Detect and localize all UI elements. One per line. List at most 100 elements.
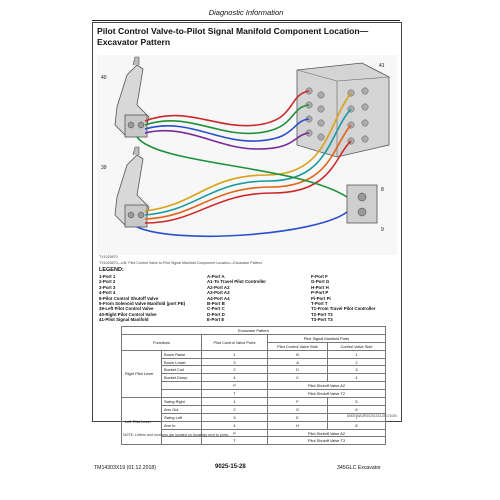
table-cell-pcv-side: E	[267, 412, 328, 422]
table-cell-pcv-side: C	[267, 373, 328, 383]
svg-text:40: 40	[101, 75, 107, 81]
table-cell-function	[161, 381, 202, 391]
table-cell-function	[161, 389, 202, 399]
table-cell-function: Bucket Dump	[161, 373, 202, 383]
page-title: Pilot Control Valve-to-Pilot Signal Mani…	[97, 26, 369, 47]
table-cell-function: Swing Left	[161, 412, 202, 422]
legend-item: 41-Pilot Signal Manifold	[99, 317, 149, 323]
table-cell-function	[161, 436, 202, 446]
table-cell-pcv-port: 4	[201, 373, 268, 383]
hose-line	[144, 124, 352, 220]
excavator-pattern-table: Excavator Pattern Functions Pilot Contro…	[120, 326, 387, 446]
table-cell-cv-side: 1	[326, 349, 387, 359]
legend-item: 8-Pilot Control Shutoff Valve	[99, 295, 159, 301]
legend-column-1: 1-Port 1 2-Port 2 3-Port 3 4-Port 4 8-Pi…	[99, 274, 185, 323]
table-header-psm-ports: Pilot Signal Manifold Ports	[266, 333, 387, 343]
table-cell-cv-side: 3	[326, 365, 387, 375]
table-cell-cv-side: 6	[326, 404, 387, 414]
figure-id: TX1025870	[99, 255, 118, 259]
hose-line	[144, 92, 352, 212]
legend-item: A2-Port A2	[207, 284, 230, 290]
legend-item: 2-Port 2	[99, 279, 116, 285]
table-note: NOTE: Letters and numbers are located on…	[123, 433, 229, 437]
table-caption: Excavator Pattern	[120, 326, 387, 335]
table-cell-pcv-port: 1	[201, 349, 268, 359]
footer-page-number: 9025-15-28	[215, 464, 246, 470]
table-cell-function: Bucket Curl	[161, 365, 202, 375]
svg-text:39: 39	[101, 165, 107, 171]
table-cell-pcv-port: 3	[201, 412, 268, 422]
hose-line	[144, 140, 352, 224]
pilot-control-shutoff-valve	[346, 184, 378, 224]
hose-line	[144, 129, 310, 150]
legend-item: A1-To Travel Pilot Controller	[207, 279, 266, 285]
legend-item: T-Port T	[311, 301, 328, 307]
legend-item: A-Port A	[207, 274, 225, 279]
table-cell-pcv-side: F	[267, 397, 328, 406]
hose-line	[136, 211, 348, 238]
legend-item: 39-Left Pilot Control Valve	[99, 306, 154, 312]
table-cell-pcv-port: 4	[201, 420, 268, 430]
legend-item: T3-Port T3	[311, 317, 333, 323]
table-cell-pcv-side: D	[267, 365, 328, 375]
table-group-label: Right Pilot Lever	[121, 349, 162, 399]
legend-item: 4-Port 4	[99, 290, 116, 296]
component-location-figure: 40 39 41 8 9	[97, 55, 397, 255]
left-pilot-control-valve	[114, 146, 150, 228]
table-cell-pcv-port: T	[201, 436, 268, 446]
legend-item: B-Port B	[207, 301, 225, 307]
footer-model: 345GLC Excavator	[337, 465, 381, 471]
table-cell-pcv-side: G	[267, 404, 328, 414]
table-cell-pcv-side: A	[267, 357, 328, 367]
hose-line	[136, 136, 348, 198]
hose-bundle	[136, 90, 352, 238]
legend-item: C-Port C	[207, 306, 225, 312]
table-cell-pcv-side: B	[267, 349, 328, 359]
legend-item: H-Port H	[311, 284, 329, 290]
figure-callouts: 40 39 41 8 9	[101, 63, 385, 233]
hose-line	[144, 104, 310, 135]
pilot-signal-manifold	[296, 62, 390, 158]
table-cell-pcv-port: 3	[201, 357, 268, 367]
legend-item: 9-From Solenoid Valve Manifold (port PE)	[99, 301, 186, 307]
table-cell-merged: Pilot Shutoff Valve T2	[266, 389, 387, 399]
table-header-cv-side: Control Valve Side	[326, 341, 387, 351]
legend-item: G-Port G	[311, 279, 330, 285]
table-cell-pcv-port: 1	[201, 397, 268, 406]
legend-item: P-Port P	[311, 290, 329, 296]
table-cell-pcv-port: T	[201, 389, 268, 399]
legend-column-3: F-Port F G-Port G H-Port H P-Port P Pi-P…	[311, 274, 375, 323]
figure-caption: TX1025870—UN: Pilot Control Valve-to-Pil…	[99, 261, 262, 265]
legend-item: 1-Port 1	[99, 274, 116, 279]
legend-item: Pi-Port Pi	[311, 295, 331, 301]
legend-item: A4-Port A4	[207, 295, 230, 301]
svg-text:9: 9	[381, 227, 384, 233]
table-group-label: Left Pilot Lever	[121, 397, 162, 446]
table-header-pcv-ports: Pilot Control Valve Ports	[201, 333, 268, 351]
svg-text:41: 41	[379, 63, 385, 69]
table-cell-pcv-port: P	[201, 381, 268, 391]
legend-item: A3-Port A3	[207, 290, 230, 296]
hose-line	[144, 118, 310, 142]
legend-item: D-Port D	[207, 311, 225, 317]
table-header-functions: Functions	[121, 333, 202, 351]
section-header: Diagnostic Information	[92, 6, 400, 21]
footer-document-id: TM14303X19 (01.12.2018)	[94, 465, 157, 471]
table-cell-function: Arm In	[161, 420, 202, 430]
table-cell-pcv-side: H	[267, 420, 328, 430]
table-cell-merged: Pilot Shutoff Valve T3	[266, 436, 387, 446]
table-cell-function: Swing Right	[161, 397, 202, 406]
table-cell-merged: Pilot Shutoff Valve A2	[266, 428, 387, 438]
legend-title: LEGEND:	[99, 267, 124, 273]
